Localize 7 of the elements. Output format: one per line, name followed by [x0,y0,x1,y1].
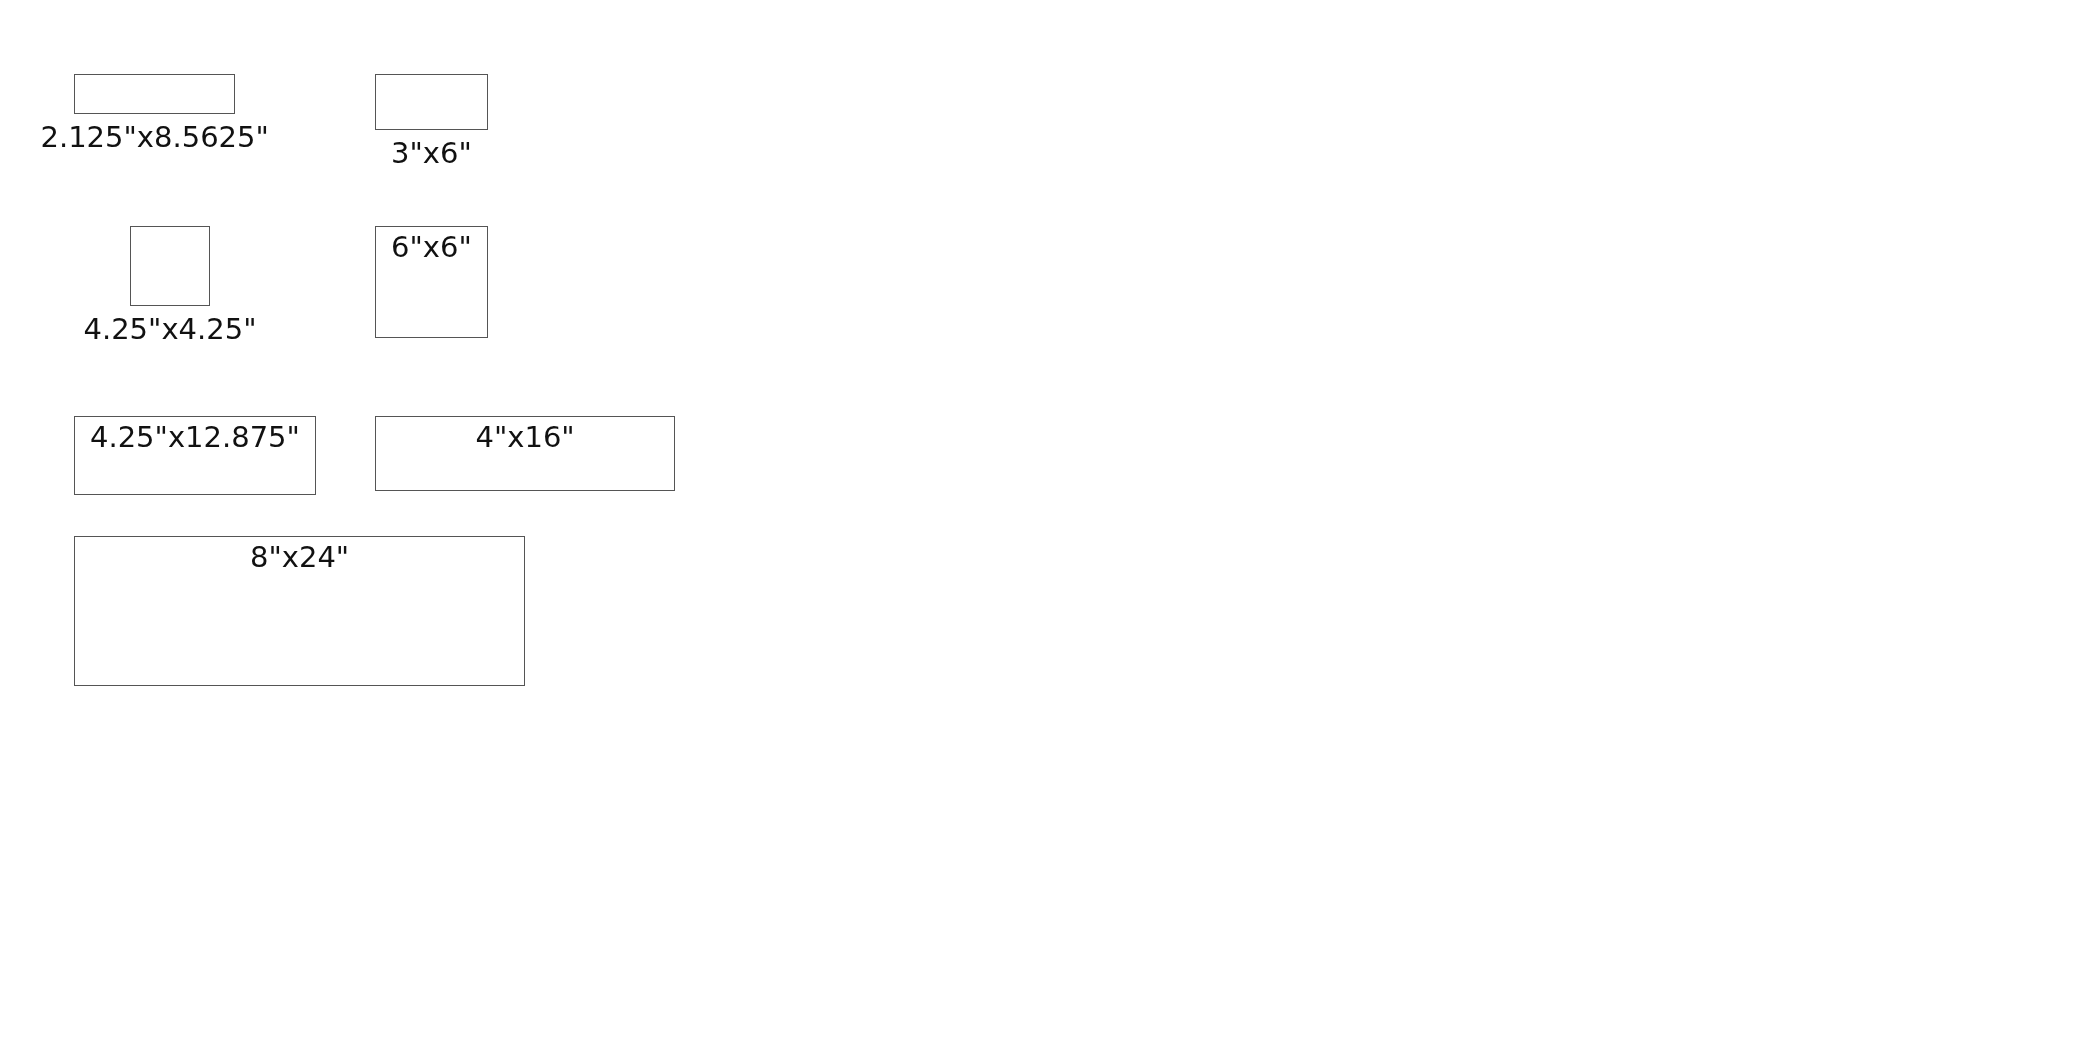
dimension-label: 4"x16" [475,420,575,454]
dimension-label: 8"x24" [250,540,350,574]
dimension-label: 3"x6" [391,136,472,170]
dimension-label: 2.125"x8.5625" [40,120,269,154]
dimension-label: 6"x6" [391,230,472,264]
dimension-label: 4.25"x4.25" [83,312,257,346]
dimension-label: 4.25"x12.875" [90,420,300,454]
